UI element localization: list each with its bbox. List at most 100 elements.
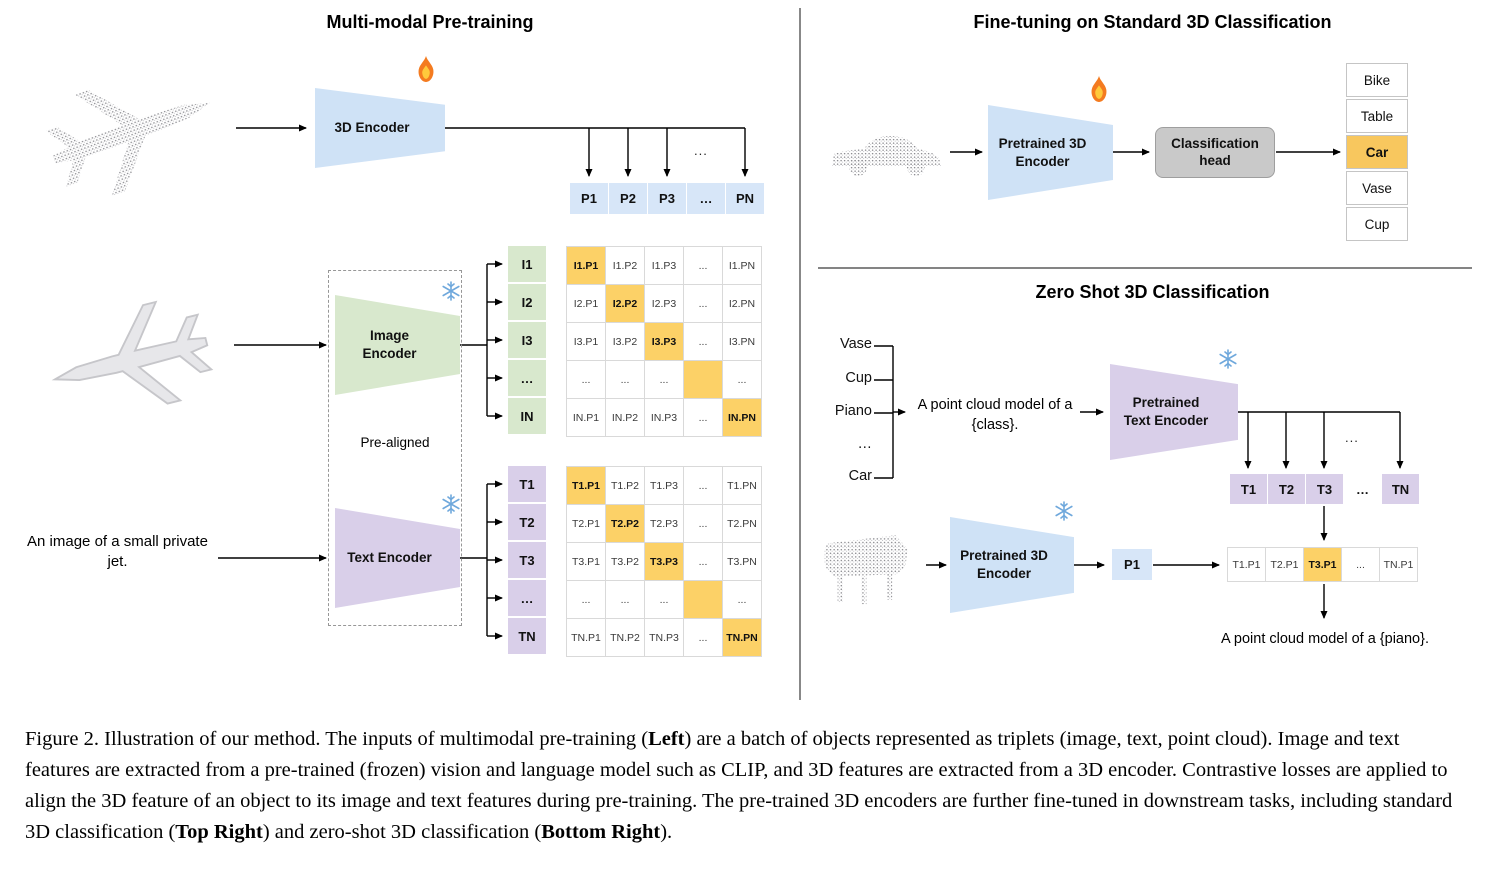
class-cell: Bike bbox=[1346, 63, 1408, 97]
matrix-cell: T3.P2 bbox=[606, 543, 645, 581]
matrix-cell: ... bbox=[723, 361, 762, 399]
snowflake-icon bbox=[442, 281, 460, 301]
matrix-cell: ... bbox=[606, 361, 645, 399]
matrix-cell: IN.P3 bbox=[645, 399, 684, 437]
matrix-cell: ... bbox=[645, 361, 684, 399]
matrix-cell: T3.P3 bbox=[645, 543, 684, 581]
matrix-cell: T3.PN bbox=[723, 543, 762, 581]
matrix-cell: I1.PN bbox=[723, 247, 762, 285]
t-cell: T2 bbox=[508, 504, 546, 540]
matrix-cell: TN.P3 bbox=[645, 619, 684, 657]
pretrained-text-encoder-label: Pretrained Text Encoder bbox=[1123, 395, 1209, 428]
matrix-cell: ... bbox=[567, 361, 606, 399]
class-word: Piano bbox=[834, 403, 872, 419]
matrix-cell: T1.P1 bbox=[567, 467, 606, 505]
result-cell: T1.P1 bbox=[1227, 547, 1266, 582]
flame-icon bbox=[418, 56, 434, 82]
matrix-cell: ... bbox=[723, 581, 762, 619]
pre-aligned-label: Pre-aligned bbox=[360, 435, 430, 450]
t-cell: T2 bbox=[1268, 474, 1305, 504]
p-cell: P1 bbox=[570, 183, 608, 214]
matrix-cell: T1.P3 bbox=[645, 467, 684, 505]
matrix-cell bbox=[684, 581, 723, 619]
matrix-cell: ... bbox=[684, 399, 723, 437]
class-word: Car bbox=[848, 468, 872, 484]
ellipsis-label: ... bbox=[1345, 430, 1359, 445]
t-cell: TN bbox=[1382, 474, 1419, 504]
matrix-cell: I3.PN bbox=[723, 323, 762, 361]
i-cell: I1 bbox=[508, 246, 546, 282]
snowflake-icon bbox=[1055, 501, 1073, 521]
matrix-cell: T2.P2 bbox=[606, 505, 645, 543]
t-cell: T1 bbox=[1230, 474, 1267, 504]
matrix-cell: I2.PN bbox=[723, 285, 762, 323]
matrix-cell: ... bbox=[645, 581, 684, 619]
t-cell: T3 bbox=[508, 542, 546, 578]
class-cell: Cup bbox=[1346, 207, 1408, 241]
left-panel-title: Multi-modal Pre-training bbox=[326, 12, 534, 32]
result-cell: T3.P1 bbox=[1303, 547, 1342, 582]
matrix-cell: I1.P1 bbox=[567, 247, 606, 285]
ellipsis-label: ... bbox=[694, 143, 708, 158]
matrix-cell: ... bbox=[684, 285, 723, 323]
bottom-right-panel-title: Zero Shot 3D Classification bbox=[1035, 282, 1270, 302]
matrix-cell: I3.P2 bbox=[606, 323, 645, 361]
snowflake-icon bbox=[442, 494, 460, 514]
pre-aligned-box bbox=[328, 270, 462, 626]
text-encoder-label: Text Encoder bbox=[347, 550, 432, 566]
class-cell: Vase bbox=[1346, 171, 1408, 205]
classification-head-label: Classification head bbox=[1171, 135, 1259, 168]
figure-caption: Figure 2. Illustration of our method. Th… bbox=[25, 728, 1453, 844]
matrix-cell: I2.P3 bbox=[645, 285, 684, 323]
p-cell: PN bbox=[726, 183, 764, 214]
p-cell: … bbox=[687, 183, 725, 214]
matrix-cell: ... bbox=[684, 619, 723, 657]
matrix-cell: ... bbox=[684, 467, 723, 505]
matrix-cell: ... bbox=[684, 247, 723, 285]
matrix-cell: ... bbox=[684, 505, 723, 543]
matrix-cell: IN.P2 bbox=[606, 399, 645, 437]
image-encoder-label: Image Encoder bbox=[362, 328, 417, 361]
pretrained-text-encoder: Pretrained Text Encoder bbox=[1110, 364, 1238, 460]
class-word: Cup bbox=[845, 370, 872, 386]
encoder-3d: 3D Encoder bbox=[315, 88, 445, 168]
matrix-cell: I3.P1 bbox=[567, 323, 606, 361]
pretrained-3d-encoder: Pretrained 3D Encoder bbox=[988, 105, 1113, 200]
matrix-cell: TN.P1 bbox=[567, 619, 606, 657]
matrix-cell: IN.PN bbox=[723, 399, 762, 437]
classification-head: Classification head bbox=[1155, 127, 1275, 178]
flame-icon bbox=[1091, 76, 1107, 102]
i-cell: IN bbox=[508, 398, 546, 434]
snowflake-icon bbox=[1219, 349, 1237, 369]
t-cell: T1 bbox=[508, 466, 546, 502]
class-cell: Table bbox=[1346, 99, 1408, 133]
result-cell: T2.P1 bbox=[1265, 547, 1304, 582]
class-word: … bbox=[857, 436, 873, 452]
i-cell: I3 bbox=[508, 322, 546, 358]
matrix-cell: T1.P2 bbox=[606, 467, 645, 505]
i-cell: I2 bbox=[508, 284, 546, 320]
matrix-cell: ... bbox=[684, 543, 723, 581]
p-cell: P3 bbox=[648, 183, 686, 214]
class-cell: Car bbox=[1346, 135, 1408, 169]
prompt-text: A point cloud model of a {class}. bbox=[917, 397, 1073, 433]
matrix-cell: ... bbox=[684, 323, 723, 361]
matrix-cell: TN.PN bbox=[723, 619, 762, 657]
pretrained-3d-encoder-zeroshot-label: Pretrained 3D Encoder bbox=[960, 548, 1048, 581]
matrix-cell: I3.P3 bbox=[645, 323, 684, 361]
result-cell: TN.P1 bbox=[1379, 547, 1418, 582]
matrix-cell: ... bbox=[567, 581, 606, 619]
matrix-cell bbox=[684, 361, 723, 399]
t-cell: T3 bbox=[1306, 474, 1343, 504]
matrix-cell: I1.P3 bbox=[645, 247, 684, 285]
matrix-cell: T1.PN bbox=[723, 467, 762, 505]
matrix-cell: T2.P3 bbox=[645, 505, 684, 543]
piano-point-cloud bbox=[823, 535, 908, 605]
pretrained-3d-encoder-zeroshot: Pretrained 3D Encoder bbox=[950, 517, 1074, 613]
